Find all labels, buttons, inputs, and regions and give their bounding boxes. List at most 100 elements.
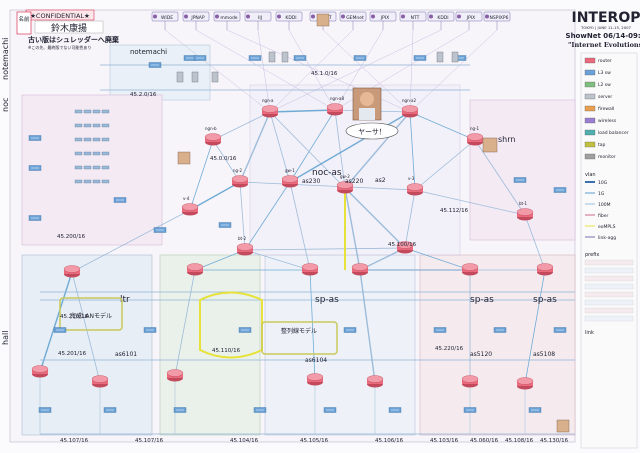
shownet-version: ShowNet 06/14-09:00 xyxy=(566,32,640,40)
isp-label: NSPIXP6 xyxy=(490,15,509,21)
isp-box-jpnap: JPNAP xyxy=(182,11,210,30)
rack-unit xyxy=(92,165,101,170)
rack-unit xyxy=(83,137,92,142)
legend-item: L2 sw xyxy=(584,81,611,88)
side-label-noc: noc xyxy=(1,98,10,112)
upstream-link xyxy=(409,29,498,113)
l3-switch xyxy=(238,327,252,333)
legend-item-label: tap xyxy=(598,142,606,148)
legend-prefix-row xyxy=(584,275,634,282)
confidential-text: ★CONFIDENTIAL★ xyxy=(30,12,90,20)
l3-switch xyxy=(153,227,167,233)
l3-switch xyxy=(388,407,402,413)
hostname: v-3 xyxy=(408,176,415,181)
hostname: bt-2 xyxy=(238,236,247,241)
rack-unit xyxy=(101,151,110,156)
prefix-label: 45.106/16 xyxy=(375,438,404,444)
link xyxy=(404,247,471,271)
speech-bubble-text: ヤーサ！ xyxy=(358,128,386,136)
name-value: 鈴木康揚 xyxy=(51,22,87,34)
legend-prefix-row xyxy=(584,291,634,298)
zone-label-shrn: shrn xyxy=(498,135,515,144)
isp-box-wide: WIDE xyxy=(151,11,179,30)
interop-logo: INTEROP xyxy=(572,10,640,26)
legend-prefix-row xyxy=(584,315,634,322)
legend-section-prefix: prefix xyxy=(585,252,599,258)
legend-link-label: 100M xyxy=(598,202,611,208)
router xyxy=(351,263,369,276)
prefix-label: 45.107/16 xyxy=(135,438,164,444)
link xyxy=(239,181,416,191)
hostname: ngn-b xyxy=(205,126,217,131)
side-label-notemachi: notemachi xyxy=(1,38,10,80)
l3-switch xyxy=(413,55,427,61)
as-label: as2 xyxy=(375,177,386,184)
prefix-labels: 45.2.0/1645.1.0/1645.0.0/1645.200/1645.2… xyxy=(57,71,569,444)
legend-link-label: 1G xyxy=(598,191,605,197)
legend-link: eoMPLS xyxy=(585,224,616,230)
legend-item-label: L2 sw xyxy=(598,82,611,88)
rack-unit xyxy=(101,109,110,114)
link xyxy=(289,109,336,183)
prefix-label: 45.103/16 xyxy=(430,438,459,444)
rack-unit xyxy=(83,109,92,114)
server xyxy=(436,51,444,63)
router xyxy=(301,263,319,276)
router xyxy=(31,365,49,378)
rack-unit xyxy=(92,137,101,142)
legend-item: tap xyxy=(584,141,606,148)
server xyxy=(451,51,459,63)
rack-unit xyxy=(83,165,92,170)
link xyxy=(194,249,246,271)
router xyxy=(281,175,299,188)
link xyxy=(334,109,346,189)
isp-label: mmode xyxy=(220,15,237,21)
link xyxy=(344,187,406,249)
legend-item-label: firewall xyxy=(598,106,614,112)
router xyxy=(231,175,249,188)
legend-section-vlan: vlan xyxy=(585,172,596,178)
model-box-lan xyxy=(59,297,123,331)
link xyxy=(359,269,376,383)
router xyxy=(91,375,109,388)
isp-box-kddi: KDDI xyxy=(275,11,303,30)
l3-switch xyxy=(513,177,527,183)
link xyxy=(189,139,214,211)
legend-link: fiber xyxy=(585,213,608,219)
router xyxy=(336,181,354,194)
link xyxy=(404,189,416,249)
router xyxy=(396,241,414,254)
router xyxy=(461,263,479,276)
l3-switch xyxy=(113,197,127,203)
isp-box-ntt: NTT xyxy=(399,11,427,30)
name-field xyxy=(34,20,104,34)
model-label-lan: 完成LANモデル xyxy=(70,312,112,320)
hostname: ngn-a xyxy=(262,98,274,103)
rack-unit xyxy=(83,151,92,156)
server xyxy=(211,71,219,83)
link xyxy=(409,111,416,191)
small-avatar-2 xyxy=(177,151,191,165)
prefix-label: 45.107/16 xyxy=(60,438,89,444)
zone-label-sp-as-2: sp-as xyxy=(470,295,494,305)
prefix-label: 45.200/16 xyxy=(57,234,86,240)
legend-link-label: eoMPLS xyxy=(598,224,616,230)
isp-label: NTT xyxy=(411,15,420,21)
avatar-face xyxy=(360,92,374,106)
router xyxy=(306,373,324,386)
upstream-link xyxy=(288,29,336,111)
link xyxy=(474,139,526,216)
as-label: as5120 xyxy=(470,351,492,358)
rack-unit xyxy=(92,179,101,184)
zone-label-sp-as-1: sp-as xyxy=(315,295,339,305)
l3-switch xyxy=(28,215,42,221)
prefix-label: 45.1.0/16 xyxy=(311,71,338,77)
hostname: ng-2 xyxy=(233,168,243,173)
router xyxy=(366,375,384,388)
rack-unit xyxy=(101,179,110,184)
l3-switch xyxy=(343,327,357,333)
link xyxy=(524,214,546,271)
